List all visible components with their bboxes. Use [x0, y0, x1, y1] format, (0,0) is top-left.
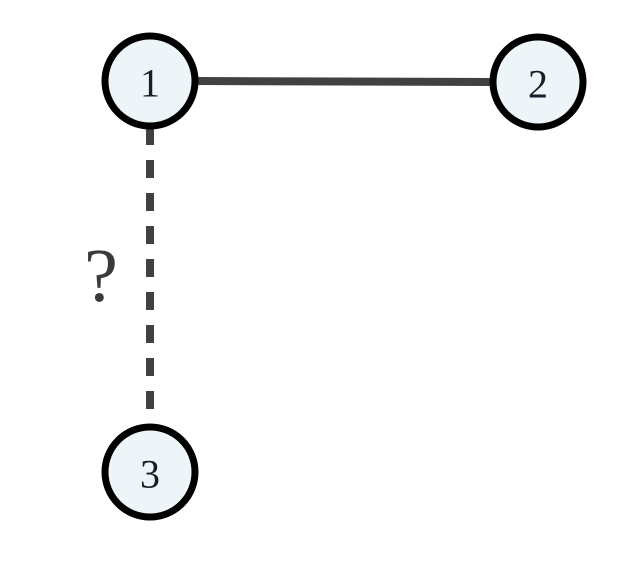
node-3-circle[interactable]: [101, 423, 199, 521]
node-2[interactable]: 2: [489, 33, 587, 131]
node-2-circle[interactable]: [489, 33, 587, 131]
node-3[interactable]: 3: [101, 423, 199, 521]
node-3-label: 3: [140, 452, 160, 497]
node-1-circle[interactable]: [101, 32, 199, 130]
edge-1-2[interactable]: [195, 77, 494, 86]
node-1[interactable]: 1: [101, 32, 199, 130]
node-2-label: 2: [528, 62, 548, 107]
node-1-label: 1: [140, 61, 160, 106]
edge-label-unknown: ?: [84, 234, 118, 318]
